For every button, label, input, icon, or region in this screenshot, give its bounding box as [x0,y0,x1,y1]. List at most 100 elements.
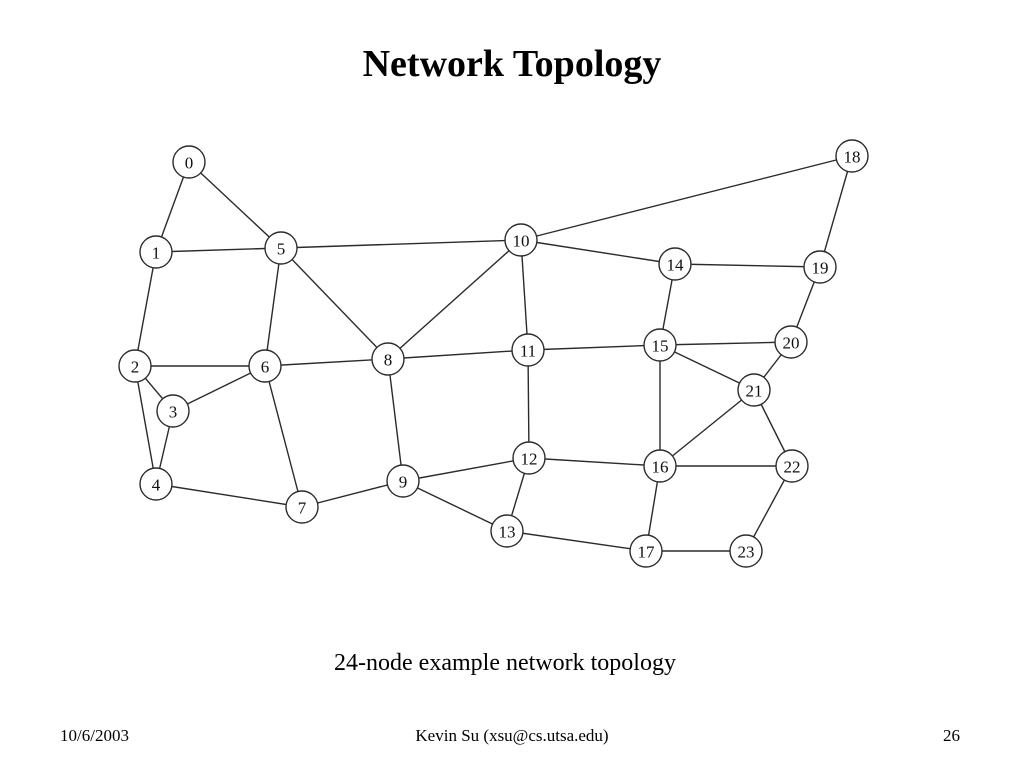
edge-10-11 [520,239,529,351]
edge-11-12 [527,349,530,459]
edge-2-4 [134,365,157,485]
node-circle [643,328,677,362]
node-3: 3 [156,394,190,428]
node-21: 21 [737,373,771,407]
node-circle [139,235,173,269]
node-4: 4 [139,467,173,501]
node-15: 15 [643,328,677,362]
node-label: 18 [844,148,861,167]
node-label: 5 [277,240,286,259]
node-12: 12 [512,441,546,475]
node-circle [490,514,524,548]
node-label: 8 [384,351,393,370]
edge-1-5 [155,247,282,253]
node-circle [774,325,808,359]
node-17: 17 [629,534,663,568]
node-circle [737,373,771,407]
edge-10-14 [520,239,676,265]
node-label: 14 [667,256,685,275]
edge-11-15 [527,344,661,351]
node-label: 22 [784,458,801,477]
edge-12-16 [528,457,661,467]
node-circle [248,349,282,383]
edge-9-13 [402,480,508,532]
node-2: 2 [118,349,152,383]
node-circle [629,534,663,568]
node-circle [172,145,206,179]
node-18: 18 [835,139,869,173]
edge-15-20 [659,341,792,346]
node-label: 17 [638,543,656,562]
node-circle [118,349,152,383]
node-label: 11 [520,342,536,361]
node-8: 8 [371,342,405,376]
node-16: 16 [643,449,677,483]
edge-10-18 [520,155,853,241]
edge-5-6 [264,247,282,367]
footer-author: Kevin Su (xsu@cs.utsa.edu) [415,726,609,745]
node-label: 4 [152,476,161,495]
node-label: 12 [521,450,538,469]
node-label: 7 [298,499,307,518]
node-label: 2 [131,358,140,377]
edge-5-8 [280,247,389,360]
footer-date: 10/6/2003 [60,726,129,745]
node-label: 16 [652,458,669,477]
node-22: 22 [775,449,809,483]
edges-layer [134,155,853,552]
edge-18-19 [819,155,853,268]
node-7: 7 [285,490,319,524]
node-label: 10 [513,232,530,251]
node-11: 11 [511,333,545,367]
edge-6-7 [264,365,303,508]
node-circle [139,467,173,501]
edge-13-17 [506,530,647,552]
edge-0-5 [188,161,282,249]
edge-3-6 [172,365,266,412]
edge-8-10 [387,239,522,360]
edge-8-11 [387,349,529,360]
node-circle [775,449,809,483]
node-label: 13 [499,523,516,542]
node-23: 23 [729,534,763,568]
node-label: 3 [169,403,178,422]
node-circle [264,231,298,265]
node-20: 20 [774,325,808,359]
node-label: 23 [738,543,755,562]
node-19: 19 [803,250,837,284]
node-circle [835,139,869,173]
node-circle [156,394,190,428]
node-circle [504,223,538,257]
edge-1-2 [134,251,157,367]
edge-9-12 [402,457,530,482]
edge-6-8 [264,358,389,367]
edge-14-19 [674,263,821,268]
node-label: 19 [812,259,829,278]
node-circle [285,490,319,524]
edge-7-9 [301,480,404,508]
node-label: 0 [185,154,194,173]
node-label: 20 [783,334,800,353]
node-circle [729,534,763,568]
node-label: 15 [652,337,669,356]
node-6: 6 [248,349,282,383]
node-0: 0 [172,145,206,179]
node-circle [371,342,405,376]
edge-15-21 [659,344,755,391]
node-circle [658,247,692,281]
node-circle [643,449,677,483]
node-label: 9 [399,473,408,492]
edge-5-10 [280,239,522,249]
node-9: 9 [386,464,420,498]
footer-page-number: 26 [943,726,960,745]
edge-4-7 [155,483,303,508]
node-label: 21 [746,382,763,401]
node-circle [512,441,546,475]
node-1: 1 [139,235,173,269]
node-circle [803,250,837,284]
node-circle [511,333,545,367]
node-label: 1 [152,244,161,263]
